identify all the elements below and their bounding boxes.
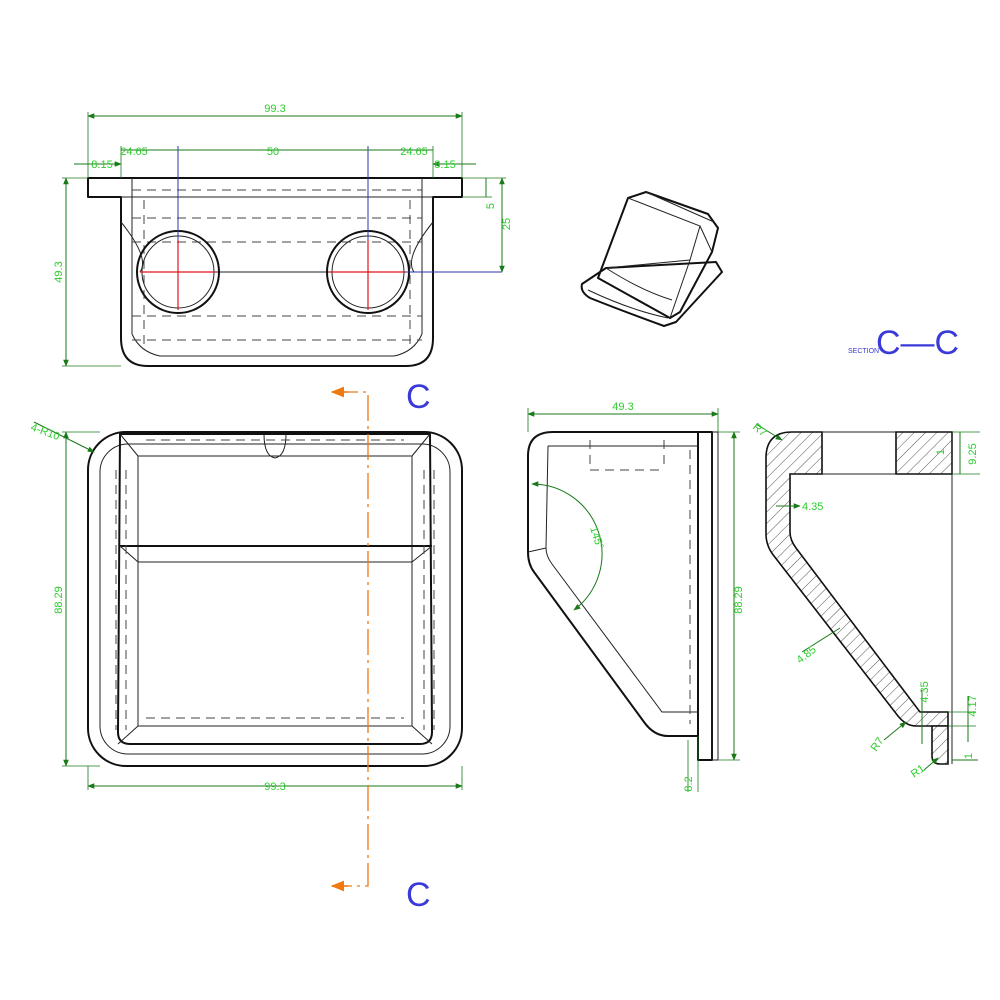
iso-edge: [669, 259, 691, 319]
bevel-edge: [117, 725, 139, 745]
dim-section-bottom-wall: 4.35: [919, 681, 931, 702]
cut-line: [332, 391, 369, 887]
inner-curve-left: [120, 221, 144, 273]
dim-side-depth: 49.3: [612, 401, 633, 413]
cut-letter-bottom: C: [406, 876, 431, 914]
slope-edge-corner: [411, 545, 433, 563]
dim-pitch-right: 24.65: [400, 146, 428, 158]
dim-line: [801, 627, 841, 653]
dim-section-slope-wall: 4.85: [794, 644, 818, 667]
top-view-outline: [87, 177, 463, 367]
section-label: SECTION C—C: [848, 324, 959, 362]
side-outline: [527, 431, 699, 737]
leader-line: [755, 423, 783, 441]
dim-corner-radius: 4-R10: [29, 422, 61, 444]
side-edge: [527, 547, 547, 553]
isometric-view: [580, 191, 723, 327]
dim-angle: 145°: [587, 525, 605, 550]
dim-section-r-top: R7: [750, 421, 768, 439]
iso-edge: [699, 225, 713, 253]
dim-front-width: 99.3: [264, 781, 285, 793]
bevel-edge: [411, 433, 431, 457]
dim-height-overall: 49.3: [53, 261, 65, 282]
leader-line: [923, 757, 939, 771]
dim-section-lip-thickness: 1: [963, 753, 975, 759]
front-view: 4-R10 88.29 99.3: [29, 422, 463, 793]
inner-curve-right: [410, 221, 434, 273]
dim-section-r-bottom: R7: [869, 735, 887, 753]
cut-letter-top: C: [406, 378, 431, 416]
dim-hole-center-height: 25: [501, 218, 513, 230]
section-view: R7 9.25 1 4.35 4.85 4.35 4.17 R7 R1 1: [750, 421, 980, 780]
side-inner-profile: [545, 445, 698, 713]
iso-body: [597, 191, 719, 319]
section-lip: [931, 725, 949, 765]
dim-pitch-left: 24.65: [120, 146, 148, 158]
bevel-edge: [119, 433, 139, 457]
front-outer: [87, 431, 463, 767]
dim-flange-left: 8.15: [91, 159, 112, 171]
side-view: 145° 49.3 88.29 8.2: [527, 401, 745, 792]
iso-edge: [605, 267, 673, 301]
dim-flange-thickness: 5: [485, 203, 497, 209]
section-title: C—C: [876, 324, 959, 362]
bottom-inner-curve: [131, 333, 423, 357]
front-outer-inner: [99, 443, 451, 755]
iso-edge: [605, 197, 701, 269]
side-flange: [697, 431, 713, 761]
dim-flange-right: 8.15: [434, 159, 455, 171]
leader-line: [883, 721, 907, 741]
cut-plane: C C: [330, 378, 431, 914]
dim-section-lip: 4.17: [967, 695, 979, 716]
front-inner-rect: [137, 455, 413, 727]
dim-section-lip-thickness-top: 1: [935, 449, 947, 455]
iso-edge: [587, 289, 669, 319]
bevel-edge: [411, 725, 433, 745]
iso-base: [580, 261, 723, 327]
slope-edge-corner: [119, 545, 139, 563]
angle-arc: [531, 481, 603, 611]
dim-side-height: 88.29: [733, 586, 745, 614]
section-prefix: SECTION: [848, 348, 879, 355]
section-wall-left: [765, 431, 949, 727]
dim-section-top-depth: 9.25: [967, 443, 979, 464]
dim-section-r-small: R1: [909, 763, 927, 781]
side-flange-edge: [711, 431, 719, 761]
dim-pitch-center: 50: [267, 146, 279, 158]
dim-width-overall: 99.3: [264, 103, 285, 115]
notch: [263, 433, 287, 459]
iso-edge: [645, 191, 715, 223]
front-bezel: [117, 433, 433, 745]
top-view: 99.3 24.65 50 24.65 8.15 8.15 49.3 5 25: [53, 103, 513, 367]
dim-front-height: 88.29: [53, 586, 65, 614]
dim-side-flange: 8.2: [683, 776, 695, 791]
dim-section-wall: 4.35: [802, 501, 823, 513]
